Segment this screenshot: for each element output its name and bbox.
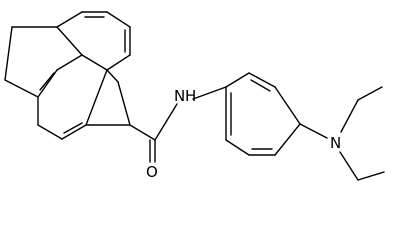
bond <box>154 103 178 141</box>
bond <box>248 72 276 88</box>
bond <box>225 139 250 156</box>
chemical-structure-diagram: N H O N <box>4 11 385 181</box>
atom-label-nitrogen: N <box>330 134 341 152</box>
bond <box>56 54 83 71</box>
bond <box>56 26 83 56</box>
bond <box>192 86 227 100</box>
atom-label-layer: N H O N <box>146 87 341 181</box>
bond <box>37 124 63 140</box>
bond <box>129 124 156 141</box>
bond <box>39 72 55 91</box>
bond <box>250 79 271 92</box>
atom-label-nitrogen: N <box>174 87 185 105</box>
atom-label-hydrogen: H <box>185 87 196 105</box>
bond <box>340 99 359 133</box>
bond <box>274 123 301 156</box>
bond <box>4 26 13 81</box>
bond <box>61 124 87 140</box>
bond <box>4 79 39 98</box>
bond-layer <box>4 11 385 181</box>
bond <box>299 123 328 139</box>
bond <box>274 86 301 125</box>
bond <box>117 81 131 126</box>
bond <box>81 54 108 71</box>
bond <box>63 122 83 134</box>
bond <box>85 69 108 126</box>
bond <box>357 171 385 181</box>
bond <box>37 69 58 98</box>
bond <box>106 54 131 71</box>
bond <box>106 11 131 28</box>
bond <box>106 69 119 83</box>
atom-label-oxygen: O <box>146 163 158 181</box>
bond <box>56 11 83 28</box>
bond <box>225 72 250 88</box>
bond <box>339 151 359 181</box>
bond <box>357 86 383 101</box>
